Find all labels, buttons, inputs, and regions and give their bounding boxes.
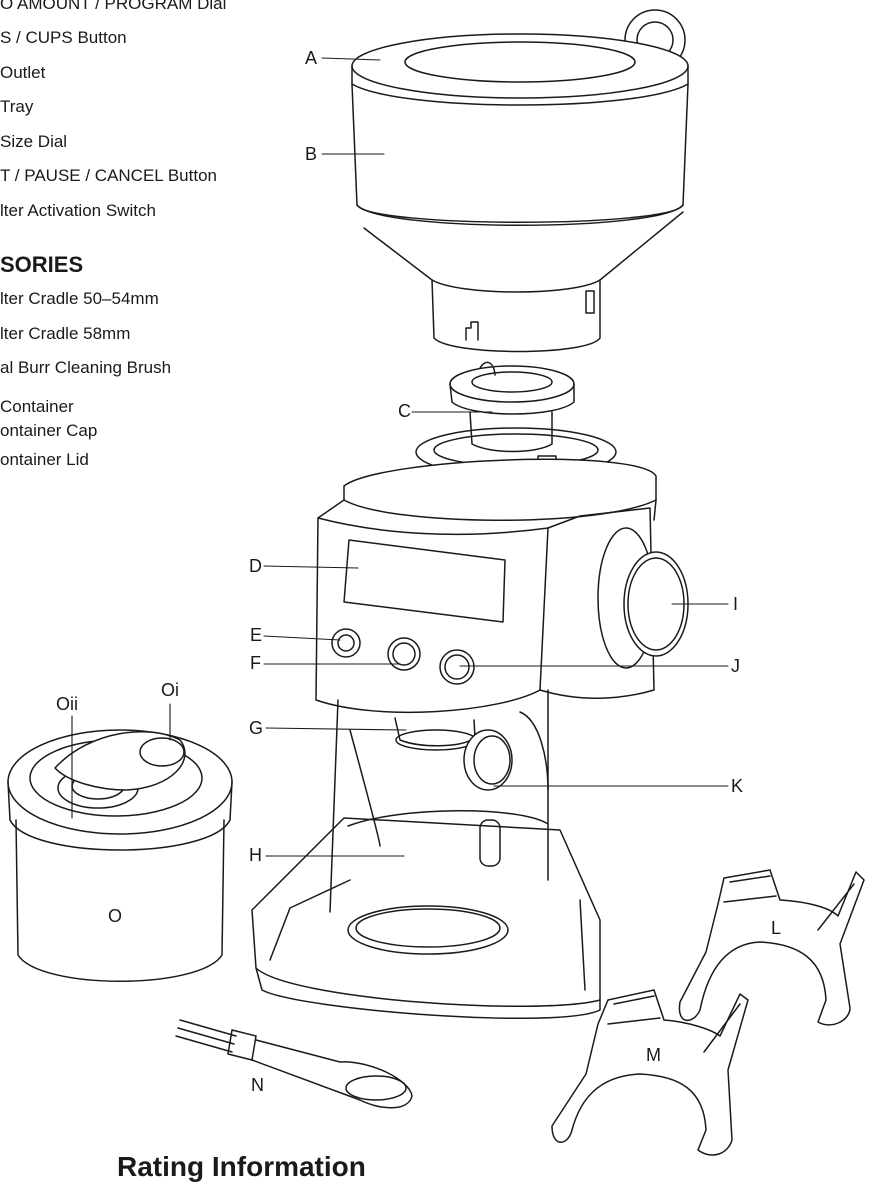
feature-item: S / CUPS Button [0,28,127,47]
callout-label: K [731,776,744,796]
bean-hopper [351,9,689,353]
callout-label: A [305,48,318,68]
callout-label: Oi [161,680,179,700]
feature-item: Outlet [0,63,46,82]
callout-label: D [249,556,262,576]
accessory-item: al Burr Cleaning Brush [0,358,172,377]
callout-label: G [249,718,264,738]
callout-label: I [733,594,739,614]
cradle-large [678,869,865,1026]
storage-container [7,729,233,982]
accessory-item: lter Cradle 50–54mm [0,289,159,308]
cleaning-brush [175,1019,413,1109]
cradle-small [551,989,749,1156]
callout-label: C [398,401,411,421]
callout-label: B [305,144,318,164]
accessory-item: lter Cradle 58mm [0,324,131,343]
feature-item: lter Activation Switch [0,201,156,220]
feature-item: T / PAUSE / CANCEL Button [0,166,217,185]
callout-label: O [108,906,123,926]
callout-label: E [250,625,263,645]
grinder-body [251,427,689,1019]
accessory-item: ontainer Lid [0,450,89,469]
callout-label: J [731,656,740,676]
accessory-item: Container [0,397,74,416]
feature-item: O AMOUNT / PROGRAM Dial [0,0,227,13]
callout-label: Oii [56,694,78,714]
callout-label: M [646,1045,661,1065]
feature-item: Size Dial [0,132,68,151]
accessory-item: ontainer Cap [0,421,98,440]
callout-label: F [250,653,261,673]
rating-heading: Rating Information [117,1151,366,1182]
callout-label: H [249,845,262,865]
callout-leaders [71,57,729,857]
accessories-heading: SORIES [0,252,84,277]
feature-item: Tray [0,97,34,116]
callout-label: L [771,918,782,938]
upper-burr [449,361,575,453]
callout-label: N [251,1075,264,1095]
